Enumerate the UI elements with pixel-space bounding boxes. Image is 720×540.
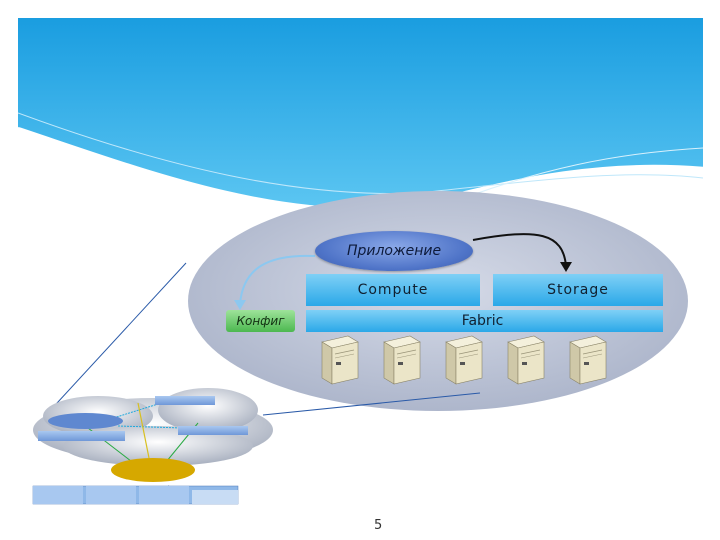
header-wave (18, 18, 703, 505)
fabric-bar: Fabric (306, 310, 663, 332)
mini-box-right (178, 426, 248, 435)
mini-box-left (38, 431, 125, 441)
mini-box-top (155, 396, 215, 405)
storage-bar: Storage (493, 274, 663, 306)
server-icon (442, 334, 486, 386)
page-number: 5 (374, 518, 383, 533)
server-icon (380, 334, 424, 386)
server-icon (318, 334, 362, 386)
server-icon (504, 334, 548, 386)
slide: Приложение Compute Storage Fabric Конфиг… (18, 18, 703, 538)
compute-bar: Compute (306, 274, 480, 306)
application-node: Приложение (315, 231, 473, 271)
fabric-label: Fabric (461, 313, 504, 329)
mini-app-ellipse (48, 413, 123, 429)
server-icon (566, 334, 610, 386)
config-node: Конфиг (226, 310, 295, 332)
